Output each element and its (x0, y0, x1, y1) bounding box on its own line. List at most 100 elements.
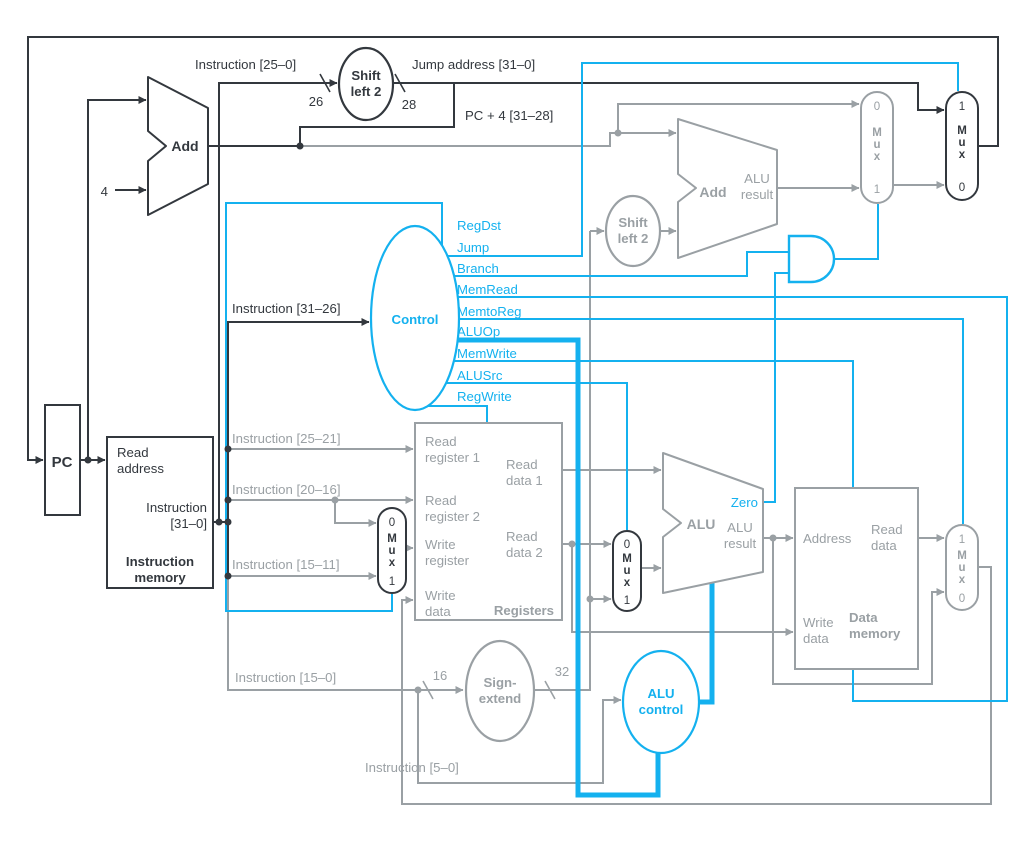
label-regwrite: RegWrite (457, 389, 512, 404)
label-memwrite: MemWrite (457, 346, 517, 361)
label-alusrc: ALUSrc (457, 368, 503, 383)
label-0: 0 (959, 593, 965, 605)
label-alu: ALU (727, 520, 753, 535)
shift-left-2-branch-oval-shape (604, 194, 662, 268)
label-memtoreg: MemtoReg (457, 304, 522, 319)
bus-width-slash (394, 73, 406, 93)
label-read: Read (425, 434, 457, 449)
label-u: u (958, 137, 965, 149)
wire-regdst (225, 202, 443, 612)
label-0: 0 (959, 182, 965, 194)
wire-pc4-to-branch-mux0 (617, 100, 860, 133)
wire-writeback (401, 566, 992, 805)
label-instruction-15-11-: Instruction [15–11] (232, 557, 340, 572)
label-alu: ALU (687, 516, 716, 532)
label-alu: ALU (647, 686, 674, 701)
label-aluop: ALUOp (457, 324, 500, 339)
label-32: 32 (555, 664, 569, 679)
label-instruction-25-0-: Instruction [25–0] (195, 57, 296, 72)
label-u: u (623, 565, 630, 577)
junction-dot (331, 496, 339, 504)
wire-read-data-2-to-dmem (571, 544, 794, 636)
label-data-2: data 2 (506, 545, 543, 560)
label-jump-address-31-0-: Jump address [31–0] (412, 57, 535, 72)
label-instruction-31-26-: Instruction [31–26] (232, 301, 341, 316)
wire-aluop (430, 337, 661, 798)
label-extend: extend (479, 691, 522, 706)
wire-memtoreg (430, 318, 964, 524)
label-1: 1 (389, 576, 395, 588)
wire-instr-5-0 (417, 690, 622, 784)
label-data: data (871, 538, 897, 553)
label-data: data (425, 604, 451, 619)
branch-mux-shape (860, 91, 894, 204)
pc-block: PC (44, 404, 81, 516)
wire-instr-31-26 (227, 318, 370, 522)
branch-add-alu-shape (677, 118, 778, 259)
label-jump: Jump (457, 240, 489, 255)
label-pc-4-31-28-: PC + 4 [31–28] (465, 108, 553, 123)
label-data-1: data 1 (506, 473, 543, 488)
label-u: u (958, 562, 965, 574)
label-register-2: register 2 (425, 509, 480, 524)
label-u: u (873, 139, 880, 151)
wire-memwrite (430, 360, 854, 487)
label-26: 26 (309, 94, 323, 109)
control-oval: Control (369, 224, 461, 412)
label-regdst: RegDst (457, 218, 501, 233)
registers-block-box (414, 422, 563, 621)
junction-dot (84, 456, 92, 464)
pc-block-box (44, 404, 81, 516)
label-u: u (388, 545, 395, 557)
junction-dot (296, 142, 304, 150)
label-0: 0 (874, 101, 880, 113)
label-result: result (724, 536, 757, 551)
junction-dot (224, 572, 232, 580)
label-address: address (117, 461, 164, 476)
wire-pc4-to-branch-add (300, 129, 677, 147)
label-0: 0 (389, 517, 395, 529)
label-0: 0 (624, 539, 630, 551)
label-control: control (639, 702, 684, 717)
wire-instr-15-0 (227, 576, 464, 694)
control-oval-shape (369, 224, 461, 412)
label-4: 4 (101, 184, 108, 199)
label-result: result (741, 187, 774, 202)
label-1: 1 (959, 101, 965, 113)
label-instruction-20-16-: Instruction [20–16] (232, 482, 341, 497)
label-memory: memory (849, 626, 901, 641)
label-register: register (425, 553, 470, 568)
junction-dot (215, 518, 223, 526)
label-instruction: Instruction (146, 500, 207, 515)
label-x: x (959, 574, 966, 586)
wire-memread (430, 296, 1008, 702)
label-x: x (624, 577, 631, 589)
junction-dot (224, 518, 232, 526)
label-add: Add (699, 184, 726, 200)
shift-left-2-jump-oval-shape (337, 46, 395, 122)
wire-jump-address (393, 82, 945, 114)
label-left-2: left 2 (618, 231, 649, 246)
label-28: 28 (402, 97, 416, 112)
label-pc: PC (52, 454, 73, 471)
wire-jump (430, 62, 959, 257)
wire-pc-loop (27, 36, 999, 464)
label-sign-: Sign- (484, 675, 517, 690)
label-branch: Branch (457, 261, 499, 276)
label-memread: MemRead (457, 282, 518, 297)
label-register-1: register 1 (425, 450, 480, 465)
label-x: x (389, 557, 396, 569)
regdst-mux-shape (377, 507, 407, 594)
label-memory: memory (134, 570, 186, 585)
